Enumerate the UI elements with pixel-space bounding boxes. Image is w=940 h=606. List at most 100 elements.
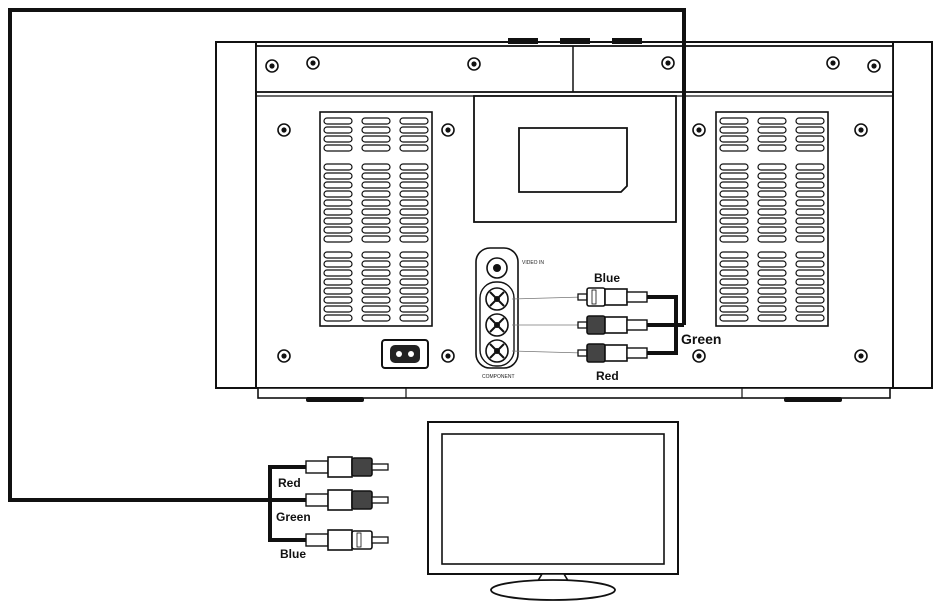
vent-slot	[323, 235, 353, 243]
vent-slot	[323, 278, 353, 286]
jack-pb[interactable]	[485, 313, 509, 337]
vent-slot	[719, 260, 749, 268]
vent-slot	[795, 135, 825, 143]
power-socket	[381, 339, 429, 369]
vent-slot	[795, 117, 825, 125]
vent-slot	[757, 135, 787, 143]
vent-slot	[323, 117, 353, 125]
vent-slot	[757, 181, 787, 189]
vent-slot	[399, 199, 429, 207]
vent-slot	[795, 260, 825, 268]
vent-slot	[795, 163, 825, 171]
vent-slot	[795, 278, 825, 286]
vent-slot	[719, 199, 749, 207]
vent-slot	[757, 296, 787, 304]
vent-slot	[399, 269, 429, 277]
unit-plug-red	[577, 343, 665, 363]
vent-slot	[399, 251, 429, 259]
vent-slot	[361, 117, 391, 125]
vent-slot	[323, 296, 353, 304]
vent-slot	[719, 269, 749, 277]
vent-slot	[323, 190, 353, 198]
vent-slot	[399, 314, 429, 322]
vent-slot	[323, 181, 353, 189]
vent-slot	[719, 305, 749, 313]
vent-slot	[399, 260, 429, 268]
vent-slot	[757, 305, 787, 313]
vent-slot	[757, 278, 787, 286]
vent-slot	[323, 260, 353, 268]
vent-slot	[719, 296, 749, 304]
vent-slot	[361, 163, 391, 171]
tv-label-red: Red	[278, 476, 301, 490]
vent-slot	[719, 287, 749, 295]
vent-slot	[795, 235, 825, 243]
vent-slot	[361, 126, 391, 134]
vent-slot	[757, 260, 787, 268]
vent-slot	[757, 144, 787, 152]
vent-slot	[795, 287, 825, 295]
stereo-unit: VIDEO IN COMPONENT	[215, 38, 933, 402]
vent-slot	[757, 172, 787, 180]
vent-slot	[399, 226, 429, 234]
vent-slot	[795, 314, 825, 322]
vent-slot	[795, 126, 825, 134]
vent-slot	[323, 314, 353, 322]
vent-slot	[399, 144, 429, 152]
vent-slot	[323, 226, 353, 234]
vent-slot	[795, 172, 825, 180]
vent-slot	[719, 217, 749, 225]
vent-slot	[757, 314, 787, 322]
vent-slot	[361, 226, 391, 234]
vent-slot	[795, 226, 825, 234]
vent-slot	[757, 199, 787, 207]
vent-slot	[323, 199, 353, 207]
vent-slot	[795, 208, 825, 216]
unit-label-green: Green	[681, 331, 721, 347]
vent-slot	[399, 172, 429, 180]
right-vent	[715, 111, 829, 327]
vent-slot	[399, 181, 429, 189]
vent-slot	[361, 314, 391, 322]
component-label: COMPONENT	[482, 374, 515, 380]
vent-slot	[323, 287, 353, 295]
vent-slot	[399, 163, 429, 171]
vent-slot	[323, 172, 353, 180]
vent-slot	[361, 144, 391, 152]
vent-slot	[399, 278, 429, 286]
vent-slot	[323, 135, 353, 143]
vent-slot	[757, 208, 787, 216]
vent-slot	[719, 126, 749, 134]
vent-slot	[719, 235, 749, 243]
vent-slot	[719, 226, 749, 234]
vent-slot	[399, 296, 429, 304]
tv-plug-green	[296, 489, 389, 511]
vent-slot	[757, 226, 787, 234]
vent-slot	[361, 260, 391, 268]
vent-slot	[361, 190, 391, 198]
vent-slot	[399, 208, 429, 216]
vent-slot	[399, 305, 429, 313]
vent-slot	[719, 251, 749, 259]
vent-slot	[361, 278, 391, 286]
unit-plug-green	[577, 315, 665, 335]
vent-slot	[719, 117, 749, 125]
vent-slot	[399, 235, 429, 243]
vent-slot	[361, 235, 391, 243]
vent-slot	[795, 181, 825, 189]
vent-slot	[323, 163, 353, 171]
jack-pr[interactable]	[485, 339, 509, 363]
vent-slot	[361, 287, 391, 295]
jack-y[interactable]	[485, 287, 509, 311]
vent-slot	[361, 135, 391, 143]
vent-slot	[795, 269, 825, 277]
vent-slot	[757, 235, 787, 243]
vent-slot	[795, 296, 825, 304]
vent-slot	[399, 217, 429, 225]
vent-slot	[361, 208, 391, 216]
vent-slot	[757, 117, 787, 125]
vent-slot	[795, 190, 825, 198]
vent-slot	[719, 144, 749, 152]
tv-plug-blue	[296, 529, 389, 551]
